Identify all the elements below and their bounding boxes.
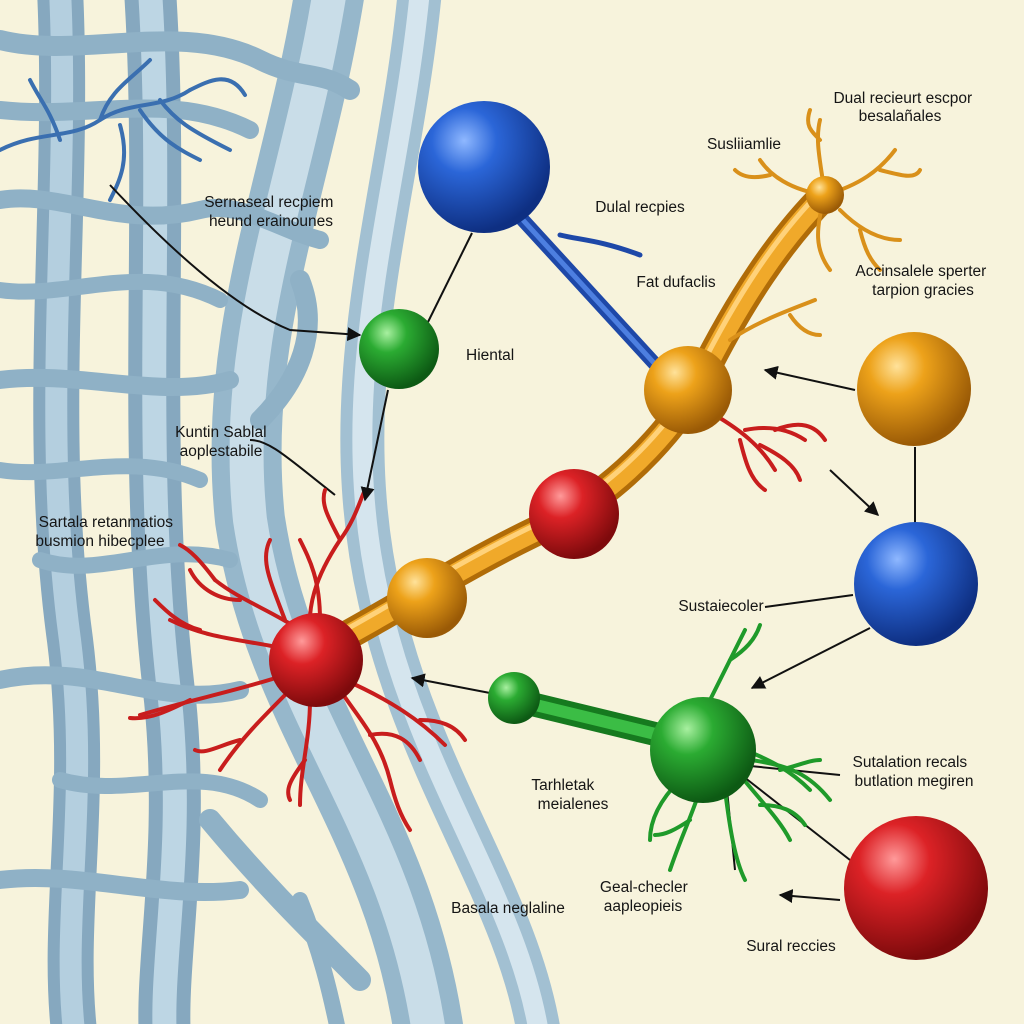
label-fat-dufaclis-l1: Fat dufaclis — [636, 274, 716, 291]
label-tarhletak-l2: meialenes — [538, 796, 609, 813]
label-dual-recpies-l1: Dulal recpies — [595, 199, 685, 216]
label-hiental-l1: Hiental — [466, 347, 514, 364]
label-sartala-l1: Sartala retanmatios — [39, 514, 174, 531]
orange-node-junction — [644, 346, 732, 434]
blood-vessel-network — [0, 0, 560, 1024]
label-accinsalele: Accinsalele sperter tarpion gracies — [855, 263, 990, 299]
orange-node-right — [857, 332, 971, 446]
label-sutalation-l1: Sutalation recals — [853, 754, 968, 771]
label-kuntin-l1: Kuntin Sablal — [175, 424, 266, 441]
label-accinsalele-l2: tarpion gracies — [872, 282, 974, 299]
label-sural-l1: Sural reccies — [746, 938, 836, 955]
blue-axon — [493, 188, 672, 382]
red-neuron-dendrites — [128, 488, 467, 832]
label-basala: Basala neglaline — [451, 900, 565, 917]
label-sartala-l2: busmion hibecplee — [35, 533, 164, 550]
green-node-hiental — [359, 309, 439, 389]
label-tarhletak: Tarhletak meialenes — [531, 777, 608, 813]
label-kuntin-l2: aoplestabile — [180, 443, 263, 460]
label-kuntin: Kuntin Sablal aoplestabile — [175, 424, 271, 460]
label-susliamlie-l1: Susliiamlie — [707, 136, 781, 153]
labels: Dual recieurt escpor besalañales Susliia… — [35, 90, 990, 955]
green-node-small — [488, 672, 540, 724]
orange-node-mid — [387, 558, 467, 638]
label-accinsalele-l1: Accinsalele sperter — [855, 263, 986, 280]
blue-node-top — [418, 101, 550, 233]
label-sartala: Sartala retanmatios busmion hibecplee — [35, 514, 177, 550]
red-node-bottom — [844, 816, 988, 960]
arrows — [109, 184, 880, 904]
label-sustaiecoler: Sustaiecoler — [678, 598, 763, 615]
green-axon — [503, 688, 692, 752]
label-susliamlie: Susliiamlie — [707, 136, 781, 153]
label-sernaseal-l2: heund erainounes — [209, 213, 333, 230]
label-hiental: Hiental — [466, 347, 514, 364]
label-geal-checler-l1: Geal-checler — [600, 879, 688, 896]
label-basala-l1: Basala neglaline — [451, 900, 565, 917]
red-neuron-body — [269, 613, 363, 707]
label-sernaseal-l1: Sernaseal recpiem — [204, 194, 333, 211]
label-dual-receipt-l2: besalañales — [859, 108, 942, 125]
label-dual-receipt: Dual recieurt escpor besalañales — [833, 90, 976, 125]
blue-node-right — [854, 522, 978, 646]
label-sutalation: Sutalation recals butlation megiren — [853, 754, 974, 790]
label-sernaseal: Sernaseal recpiem heund erainounes — [204, 194, 338, 230]
green-neuron-body — [650, 697, 756, 803]
red-dendrite-small — [713, 413, 827, 492]
blue-dendrite-branches — [0, 58, 247, 202]
orange-node-small — [806, 176, 844, 214]
label-sustaiecoler-l1: Sustaiecoler — [678, 598, 763, 615]
label-sutalation-l2: butlation megiren — [855, 773, 974, 790]
label-geal-checler-l2: aapleopieis — [604, 898, 683, 915]
label-fat-dufaclis: Fat dufaclis — [636, 274, 716, 291]
label-geal-checler: Geal-checler aapleopieis — [600, 879, 692, 915]
receptor-nodes — [269, 101, 988, 960]
label-sural: Sural reccies — [746, 938, 836, 955]
label-dual-recpies: Dulal recpies — [595, 199, 685, 216]
red-node-mid — [529, 469, 619, 559]
label-tarhletak-l1: Tarhletak — [531, 777, 594, 794]
label-dual-receipt-l1: Dual recieurt escpor — [833, 90, 972, 107]
